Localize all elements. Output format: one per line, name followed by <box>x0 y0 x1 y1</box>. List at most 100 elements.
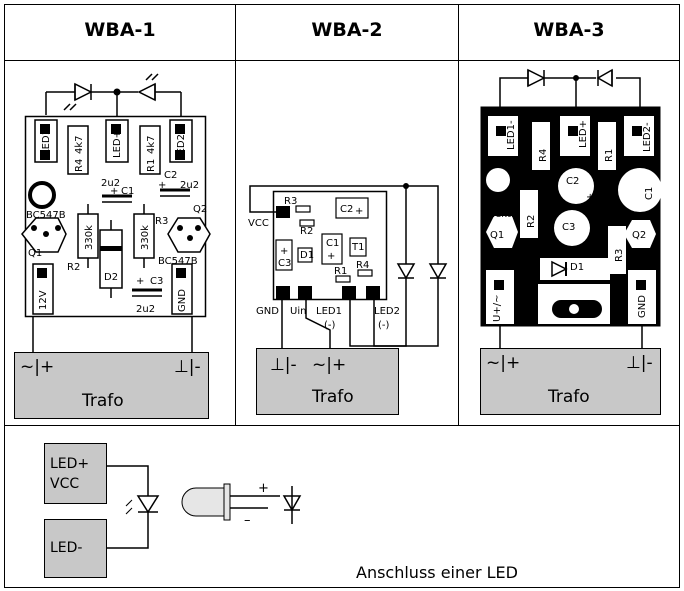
column-header-wba1: WBA-1 <box>84 19 156 41</box>
wba3-label: Tams <box>487 200 514 211</box>
wba1-label: GND <box>177 289 188 312</box>
column-header-wba2: WBA-2 <box>311 19 383 41</box>
wba1-trafo-right: ⊥|- <box>174 357 201 377</box>
wba2-label: (-) <box>324 320 336 331</box>
wba2-trafo-name: Trafo <box>311 387 354 407</box>
wba2-label: R2 <box>300 226 313 237</box>
wba2-label: C1 <box>326 238 339 249</box>
wba1-label: 2u2 <box>136 304 155 315</box>
wba3-label: C3 <box>562 222 575 233</box>
led-connection: LED+ VCC LED- + – Anschluss einer LED <box>44 443 518 582</box>
wba1-label: D2 <box>104 272 118 283</box>
led-box-bottom-label: LED- <box>50 540 82 556</box>
wba3-trafo <box>480 348 661 415</box>
wba1-label: LED2- <box>176 130 187 160</box>
wba2-label: LED2 <box>374 306 400 317</box>
wba1-label: R3 <box>155 216 168 227</box>
wba3-label: R4 <box>538 149 549 162</box>
wba3-trafo-name: Trafo <box>547 387 590 407</box>
wba1-label: BC547B <box>26 210 66 221</box>
wba3-label: GND <box>637 295 648 318</box>
wba2-label: + <box>280 246 288 257</box>
wba3-label: R7 <box>586 308 599 319</box>
wba1-label: 2u2 <box>101 178 120 189</box>
wba2-label: + <box>355 206 363 217</box>
wba1-label: + <box>158 180 166 191</box>
wba3-label: R2 <box>526 215 537 228</box>
wba1-label: + <box>136 276 144 287</box>
led-caption: Anschluss einer LED <box>356 563 518 582</box>
wba2-label: T1 <box>351 242 364 253</box>
wba3-label: Q1 <box>490 230 504 241</box>
wba1-label: 330k <box>140 225 151 250</box>
wba3-label: U+/~ <box>492 295 503 322</box>
led-component-icon <box>181 483 280 521</box>
wba1-label: 330k <box>84 225 95 250</box>
led-minus-label: – <box>244 513 251 528</box>
wba3-label: D1 <box>570 262 584 273</box>
wba2-label: + <box>327 251 335 262</box>
wba1-label: C2 <box>164 170 177 181</box>
wba1-label: C1 <box>121 186 134 197</box>
wba1-label: LED+ <box>112 130 123 158</box>
wba1-label: 12V <box>38 290 49 310</box>
wba1-connectors-top <box>34 119 193 175</box>
wba3-label: C2 <box>566 176 579 187</box>
wba1-led-pair <box>45 73 182 118</box>
led-diode-symbol <box>136 495 160 514</box>
wba1-label: R2 <box>67 262 80 273</box>
wba3-circuit: LED1- LED+ LED2- R4 R1 C2 + C1 Tams Elek… <box>480 68 662 415</box>
wba1-trafo-left: ~|+ <box>20 357 54 377</box>
wba3-trafo-right: ⊥|- <box>626 353 653 373</box>
wba1-label: Q1 <box>28 248 42 259</box>
wba1-label: 4k7 <box>146 135 157 154</box>
wba2-trafo-right: ~|+ <box>312 355 346 375</box>
wba2-label: LED1 <box>316 306 342 317</box>
wba2-label: GND <box>256 306 279 317</box>
wba3-label: C1 <box>644 187 655 200</box>
wba1-label: Q2 <box>193 204 207 215</box>
led-box-top <box>44 443 107 504</box>
wba1-pcb <box>24 115 207 318</box>
wba3-label: R3 <box>614 249 625 262</box>
wba1-label: 2u2 <box>180 180 199 191</box>
wba2-label: Uin <box>290 306 306 317</box>
wba2-label: C3 <box>278 258 291 269</box>
wba3-label: + <box>586 192 594 203</box>
wba3-label: Elektr. <box>486 209 517 220</box>
wba1-trafo <box>14 352 209 419</box>
led-plus-label: + <box>258 481 269 496</box>
wba1-pcb-labels: LED1 LED+ LED2- 4k7 R4 4k7 R1 2u2 C1 + C… <box>26 129 207 315</box>
wba3-label: LED+ <box>578 120 589 148</box>
wba1-label: BC547B <box>158 256 198 267</box>
wba3-trafo-left: ~|+ <box>486 353 520 373</box>
table-grid <box>4 4 680 588</box>
wba3-label: LED2- <box>642 122 653 152</box>
wba2-circuit: R3 VCC C2 + R2 + C3 D1 C1 + T1 R1 R4 GND… <box>248 183 448 415</box>
wba1-label: R4 <box>74 159 85 172</box>
wba2-label: (-) <box>378 320 390 331</box>
wba2-label: R1 <box>334 266 347 277</box>
led-box-top-line1: LED+ <box>50 456 89 472</box>
led-box-bottom <box>44 519 107 578</box>
wba1-label: + <box>110 186 118 197</box>
wba1-label: R1 <box>146 159 157 172</box>
led-box-top-line2: VCC <box>50 476 79 492</box>
wba2-label: R4 <box>356 260 369 271</box>
wba2-trafo <box>256 348 399 415</box>
wba1-trafo-name: Trafo <box>81 391 124 411</box>
wba2-label: R3 <box>284 196 297 207</box>
wba1-circuit: LED1 LED+ LED2- 4k7 R4 4k7 R1 2u2 C1 + C… <box>14 73 211 419</box>
wba1-label: C3 <box>150 276 163 287</box>
wba1-label: 4k7 <box>74 135 85 154</box>
wba3-label: LED1- <box>506 120 517 150</box>
wba3-label: Q2 <box>632 230 646 241</box>
wba2-label: VCC <box>248 218 269 229</box>
wba1-label: LED1 <box>41 129 52 155</box>
wba2-trafo-left: ⊥|- <box>270 355 297 375</box>
wba3-label: R1 <box>604 149 615 162</box>
wba2-label: D1 <box>300 250 314 261</box>
column-header-wba3: WBA-3 <box>533 19 605 41</box>
wba2-label: C2 <box>340 204 353 215</box>
